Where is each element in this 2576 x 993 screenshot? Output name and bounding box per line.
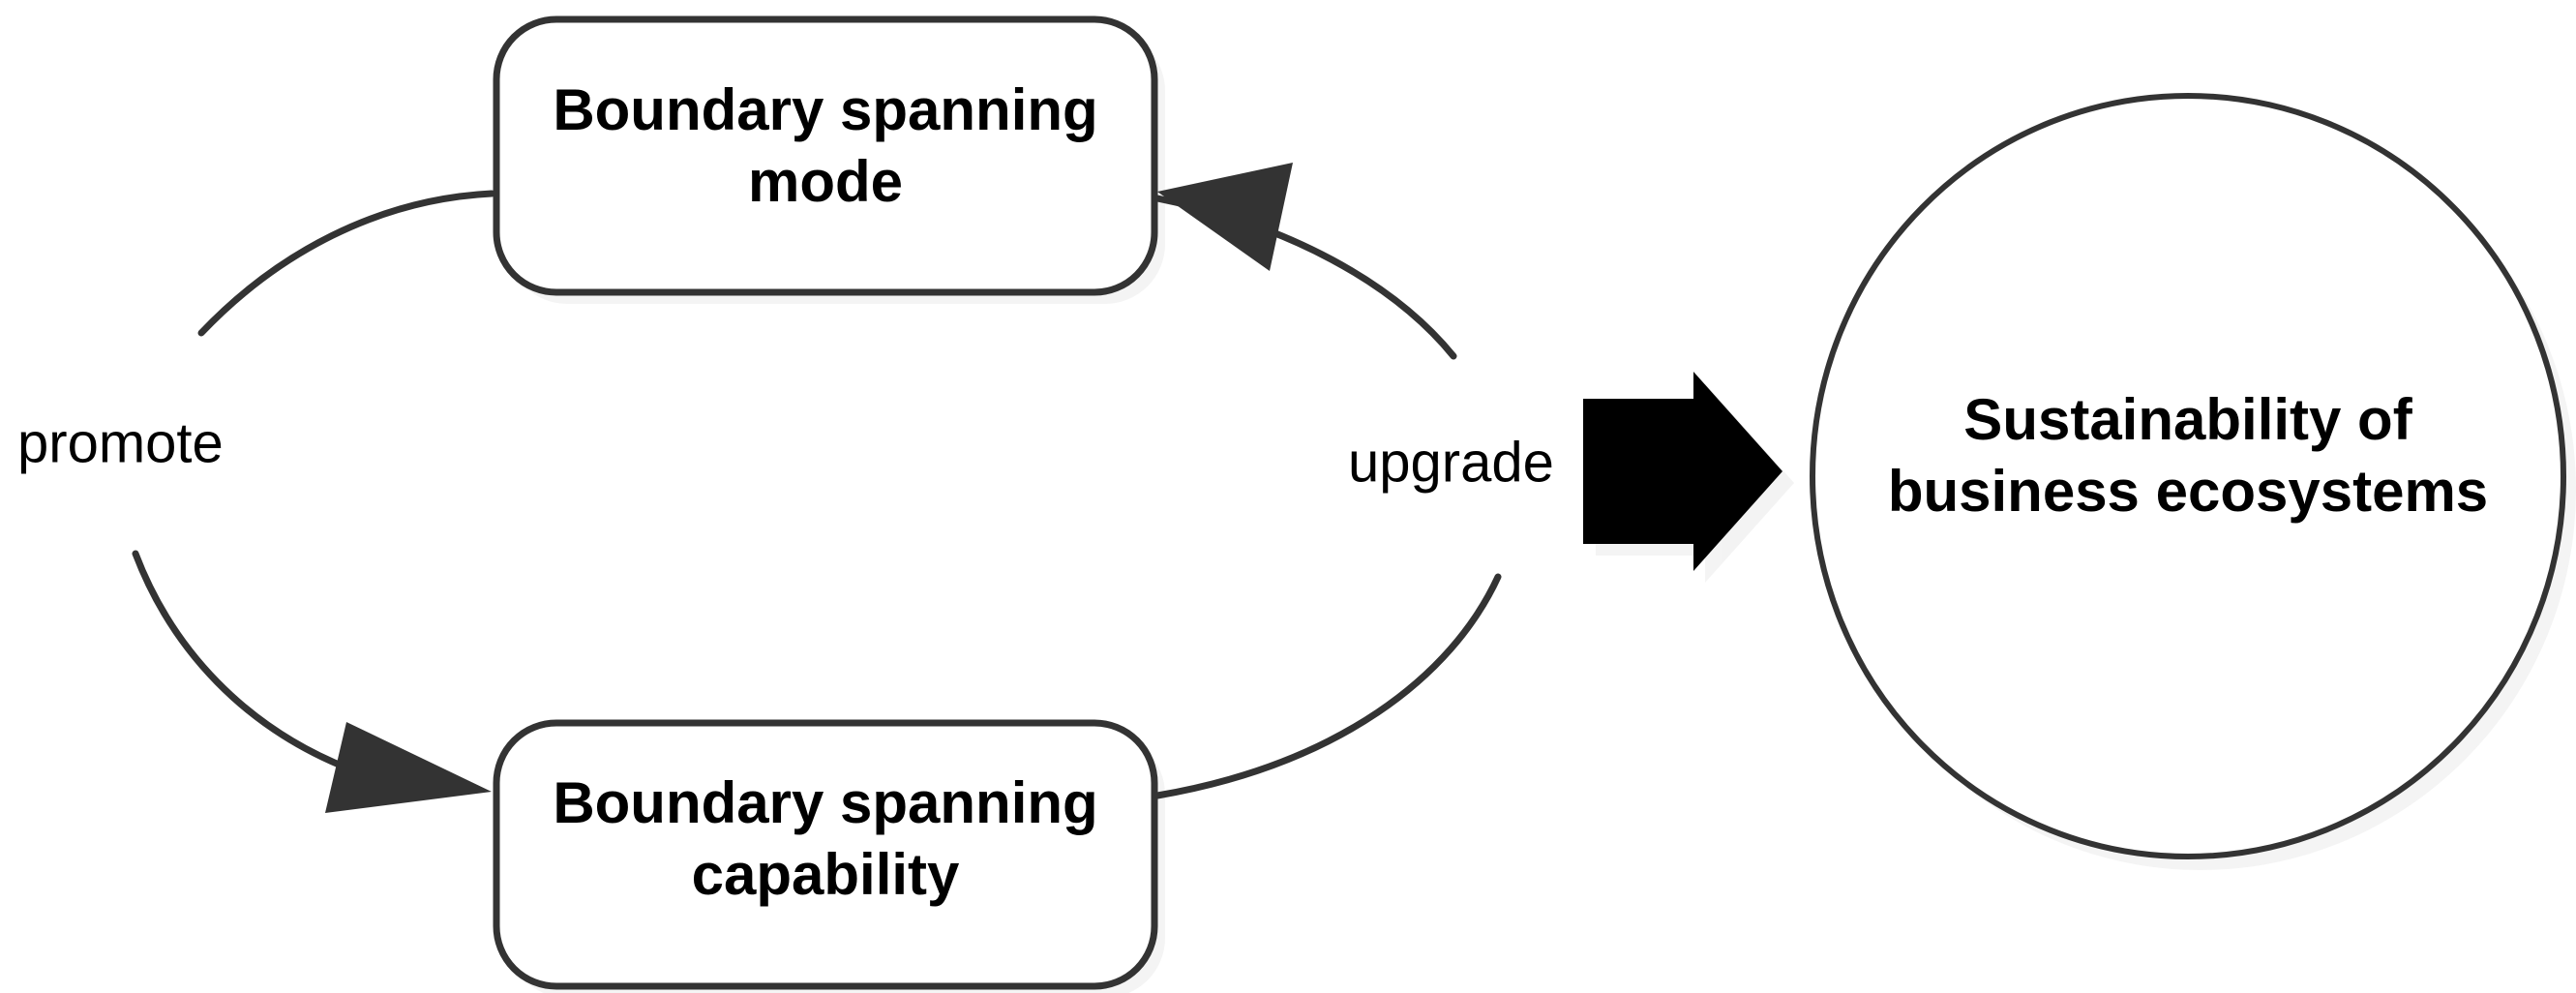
upgrade-block-arrow-icon	[1583, 372, 1782, 571]
circle-label-line2: business ecosystems	[1888, 459, 2488, 524]
node-boundary-spanning-mode[interactable]: Boundary spanning mode	[493, 15, 1158, 296]
top-box-outline[interactable]	[493, 15, 1158, 296]
node-boundary-spanning-capability[interactable]: Boundary spanning capability	[493, 719, 1158, 990]
bottom-box-outline[interactable]	[493, 719, 1158, 990]
arrowhead-into-capability-icon	[325, 722, 492, 813]
arc-capability-to-mode-lower	[132, 550, 352, 772]
circle-outline[interactable]	[1810, 93, 2566, 859]
arrowhead-into-mode-icon	[1157, 163, 1293, 271]
top-box-label-line2: mode	[748, 149, 903, 214]
circle-label-line1: Sustainability of	[1963, 387, 2412, 452]
promote-edge-label: promote	[17, 411, 224, 474]
node-sustainability-of-business-ecosystems[interactable]: Sustainability of business ecosystems	[1810, 93, 2566, 859]
arc-capability-to-mode-left	[197, 190, 495, 337]
bottom-box-label-line2: capability	[692, 842, 960, 907]
arc-mode-to-capability-lower	[1153, 573, 1502, 799]
upgrade-edge-label: upgrade	[1348, 431, 1554, 494]
bottom-box-label-line1: Boundary spanning	[553, 770, 1097, 835]
top-box-label-line1: Boundary spanning	[553, 77, 1097, 142]
arrowhead-group	[325, 163, 1293, 813]
